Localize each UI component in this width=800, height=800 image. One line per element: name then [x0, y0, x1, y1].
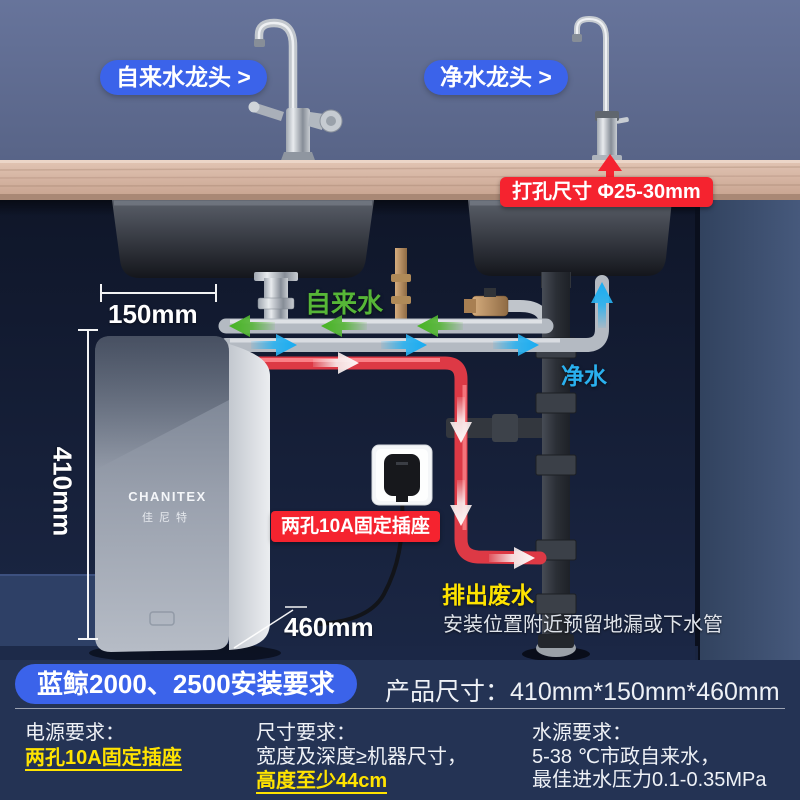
flow-label-pure: 净水 [561, 363, 607, 389]
panel-edge [695, 200, 700, 660]
sink-right-basin [468, 200, 672, 276]
block-edge [0, 574, 152, 576]
product-size-label: 产品尺寸： [385, 678, 511, 706]
install-requirements-panel: 蓝鲸2000、2500安装要求 产品尺寸：410mm*150mm*460mm 电… [0, 660, 800, 800]
sink-left-basin [112, 200, 374, 278]
column-head: 水源要求： [532, 722, 632, 744]
scene-graphic [0, 0, 800, 660]
drain-note: 安装位置附近预留地漏或下水管 [443, 614, 723, 636]
column-highlight: 高度至少44cm [256, 770, 388, 794]
outlet-label: 两孔10A固定插座 [271, 511, 440, 542]
install-title-pill: 蓝鲸2000、2500安装要求 [15, 664, 357, 704]
dim-width-label: 150mm [108, 299, 198, 329]
column-line: 5-38 ℃市政自来水， [532, 746, 721, 768]
hole-pointer-arrow [598, 154, 622, 182]
column-line: 最佳进水压力0.1-0.35MPa [532, 769, 767, 791]
tap-water-pipe [218, 318, 554, 334]
requirement-column-power: 电源要求： 两孔10A固定插座 [25, 722, 182, 771]
pure-faucet-label-pill[interactable]: 净水龙头 > [424, 60, 568, 95]
dimension-lines [78, 284, 307, 649]
drain-pipe-assembly [446, 272, 590, 660]
column-highlight: 两孔10A固定插座 [25, 747, 182, 771]
flow-label-waste: 排出废水 [442, 582, 534, 608]
column-head: 尺寸要求： [256, 722, 356, 744]
requirement-column-size: 尺寸要求： 宽度及深度≥机器尺寸， 高度至少44cm [256, 722, 467, 794]
tap-faucet [248, 18, 343, 163]
cabinet-side-panel [698, 200, 800, 660]
divider [15, 708, 785, 709]
brand-logo-text: CHANITEX [128, 489, 207, 504]
under-sink-scene: 自来水龙头 > 净水龙头 > 打孔尺寸 Φ25-30mm 150mm 410mm… [0, 0, 800, 660]
brass-supply-stub [391, 248, 411, 322]
product-size-value: 410mm*150mm*460mm [510, 678, 780, 706]
dim-height-label: 410mm [47, 446, 78, 537]
product-size: 产品尺寸：410mm*150mm*460mm [385, 672, 780, 708]
flow-label-tap: 自来水 [305, 288, 384, 318]
column-line: 宽度及深度≥机器尺寸， [256, 746, 467, 768]
hole-size-label: 打孔尺寸 Φ25-30mm [500, 177, 713, 207]
power-plug [384, 454, 420, 502]
dim-depth-label: 460mm [284, 612, 374, 642]
requirement-column-water: 水源要求： 5-38 ℃市政自来水， 最佳进水压力0.1-0.35MPa [532, 722, 767, 792]
column-head: 电源要求： [25, 722, 125, 744]
brand-cn-text: 佳尼特 [142, 512, 193, 524]
tap-faucet-label-pill[interactable]: 自来水龙头 > [100, 60, 267, 95]
water-purifier [89, 336, 281, 660]
